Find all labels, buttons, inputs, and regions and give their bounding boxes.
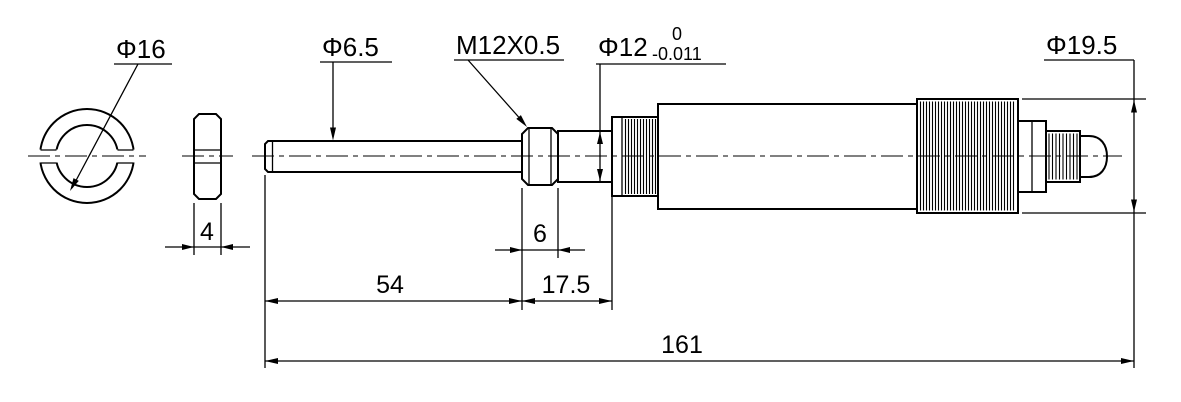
dim-17-5-arrow-left bbox=[522, 298, 535, 304]
dim-washer-thickness: 4 bbox=[165, 203, 250, 255]
callout-thread: M12X0.5 bbox=[454, 30, 564, 127]
ratchet-knob-outline bbox=[1045, 130, 1081, 183]
spindle-od-arrowhead bbox=[330, 127, 336, 141]
thimble-knurl-lines bbox=[919, 101, 1015, 211]
dim-stem-length: 17.5 bbox=[522, 185, 613, 310]
dim-161-text: 161 bbox=[661, 331, 703, 359]
washer-slot-lines bbox=[194, 149, 221, 164]
thimble-outline bbox=[916, 98, 1019, 214]
ring-od-leader bbox=[71, 63, 172, 189]
dim-6-text: 6 bbox=[533, 220, 547, 248]
locknut-outline bbox=[521, 127, 559, 186]
dim-4-text: 4 bbox=[200, 218, 214, 246]
dim-54-text: 54 bbox=[376, 271, 404, 299]
callout-thimble-od: Φ19.5 bbox=[1022, 30, 1146, 368]
dim-161-arrow-left bbox=[265, 358, 278, 364]
washer-outline bbox=[193, 113, 222, 200]
dim-17-5-arrow-right bbox=[599, 298, 612, 304]
ring-slot-lines bbox=[40, 149, 134, 164]
thimble-od-dim-line bbox=[1044, 59, 1135, 368]
spindle-od-leader bbox=[320, 61, 392, 128]
dim-4-extension-lines bbox=[193, 203, 222, 255]
dim-4-arrow-right bbox=[221, 244, 233, 250]
dim-locknut-width: 6 bbox=[495, 188, 585, 310]
dim-161-arrow-right bbox=[1121, 358, 1134, 364]
dim-overall-length: 161 bbox=[265, 331, 1134, 364]
ratchet-step-outline bbox=[1017, 120, 1047, 193]
dim-spindle-length: 54 bbox=[264, 175, 522, 368]
ring-od-label: Φ16 bbox=[116, 34, 166, 64]
callout-stem-od: Φ12 0 -0.011 bbox=[596, 24, 726, 182]
thimble-od-arrow-down bbox=[1131, 199, 1137, 212]
ring-front-view bbox=[28, 108, 146, 204]
thimble-od-extension-lines bbox=[1022, 98, 1146, 214]
spindle-od-label: Φ6.5 bbox=[322, 32, 379, 62]
micrometer-body bbox=[252, 98, 1122, 214]
thread-label: M12X0.5 bbox=[456, 30, 560, 60]
dim-54-arrow-left bbox=[265, 298, 278, 304]
stem-od-arrow-down bbox=[597, 169, 603, 181]
dim-6-arrow-right bbox=[558, 247, 570, 253]
spindle-outline bbox=[264, 140, 522, 173]
stem-od-label: Φ12 bbox=[598, 32, 648, 62]
ring-od-arrowhead bbox=[70, 178, 79, 191]
callout-spindle-od: Φ6.5 bbox=[320, 32, 392, 141]
dim-17-5-text: 17.5 bbox=[542, 271, 591, 299]
thimble-od-arrow-up bbox=[1131, 100, 1137, 113]
adjust-nut-knurl-lines bbox=[624, 119, 657, 194]
stem-od-tolerance-lower: -0.011 bbox=[652, 44, 702, 64]
stem-od-dim-line bbox=[596, 63, 726, 182]
callout-ring-od: Φ16 bbox=[70, 34, 172, 191]
thread-arrowhead bbox=[516, 115, 527, 127]
ratchet-knob-knurl-lines bbox=[1048, 133, 1078, 180]
dim-6-arrow-left bbox=[510, 247, 522, 253]
washer-side-view bbox=[182, 113, 233, 200]
dim-54-arrow-right bbox=[509, 298, 522, 304]
stem-od-tolerance-upper: 0 bbox=[672, 24, 682, 44]
locknut-chamfer-lines bbox=[528, 128, 552, 185]
stem-od-arrow-up bbox=[597, 132, 603, 144]
thimble-od-label: Φ19.5 bbox=[1046, 30, 1117, 60]
thread-leader bbox=[454, 59, 564, 118]
dim-6-extension-lines bbox=[521, 188, 559, 310]
dim-4-arrow-left bbox=[182, 244, 194, 250]
end-cap-outline bbox=[1080, 135, 1109, 178]
